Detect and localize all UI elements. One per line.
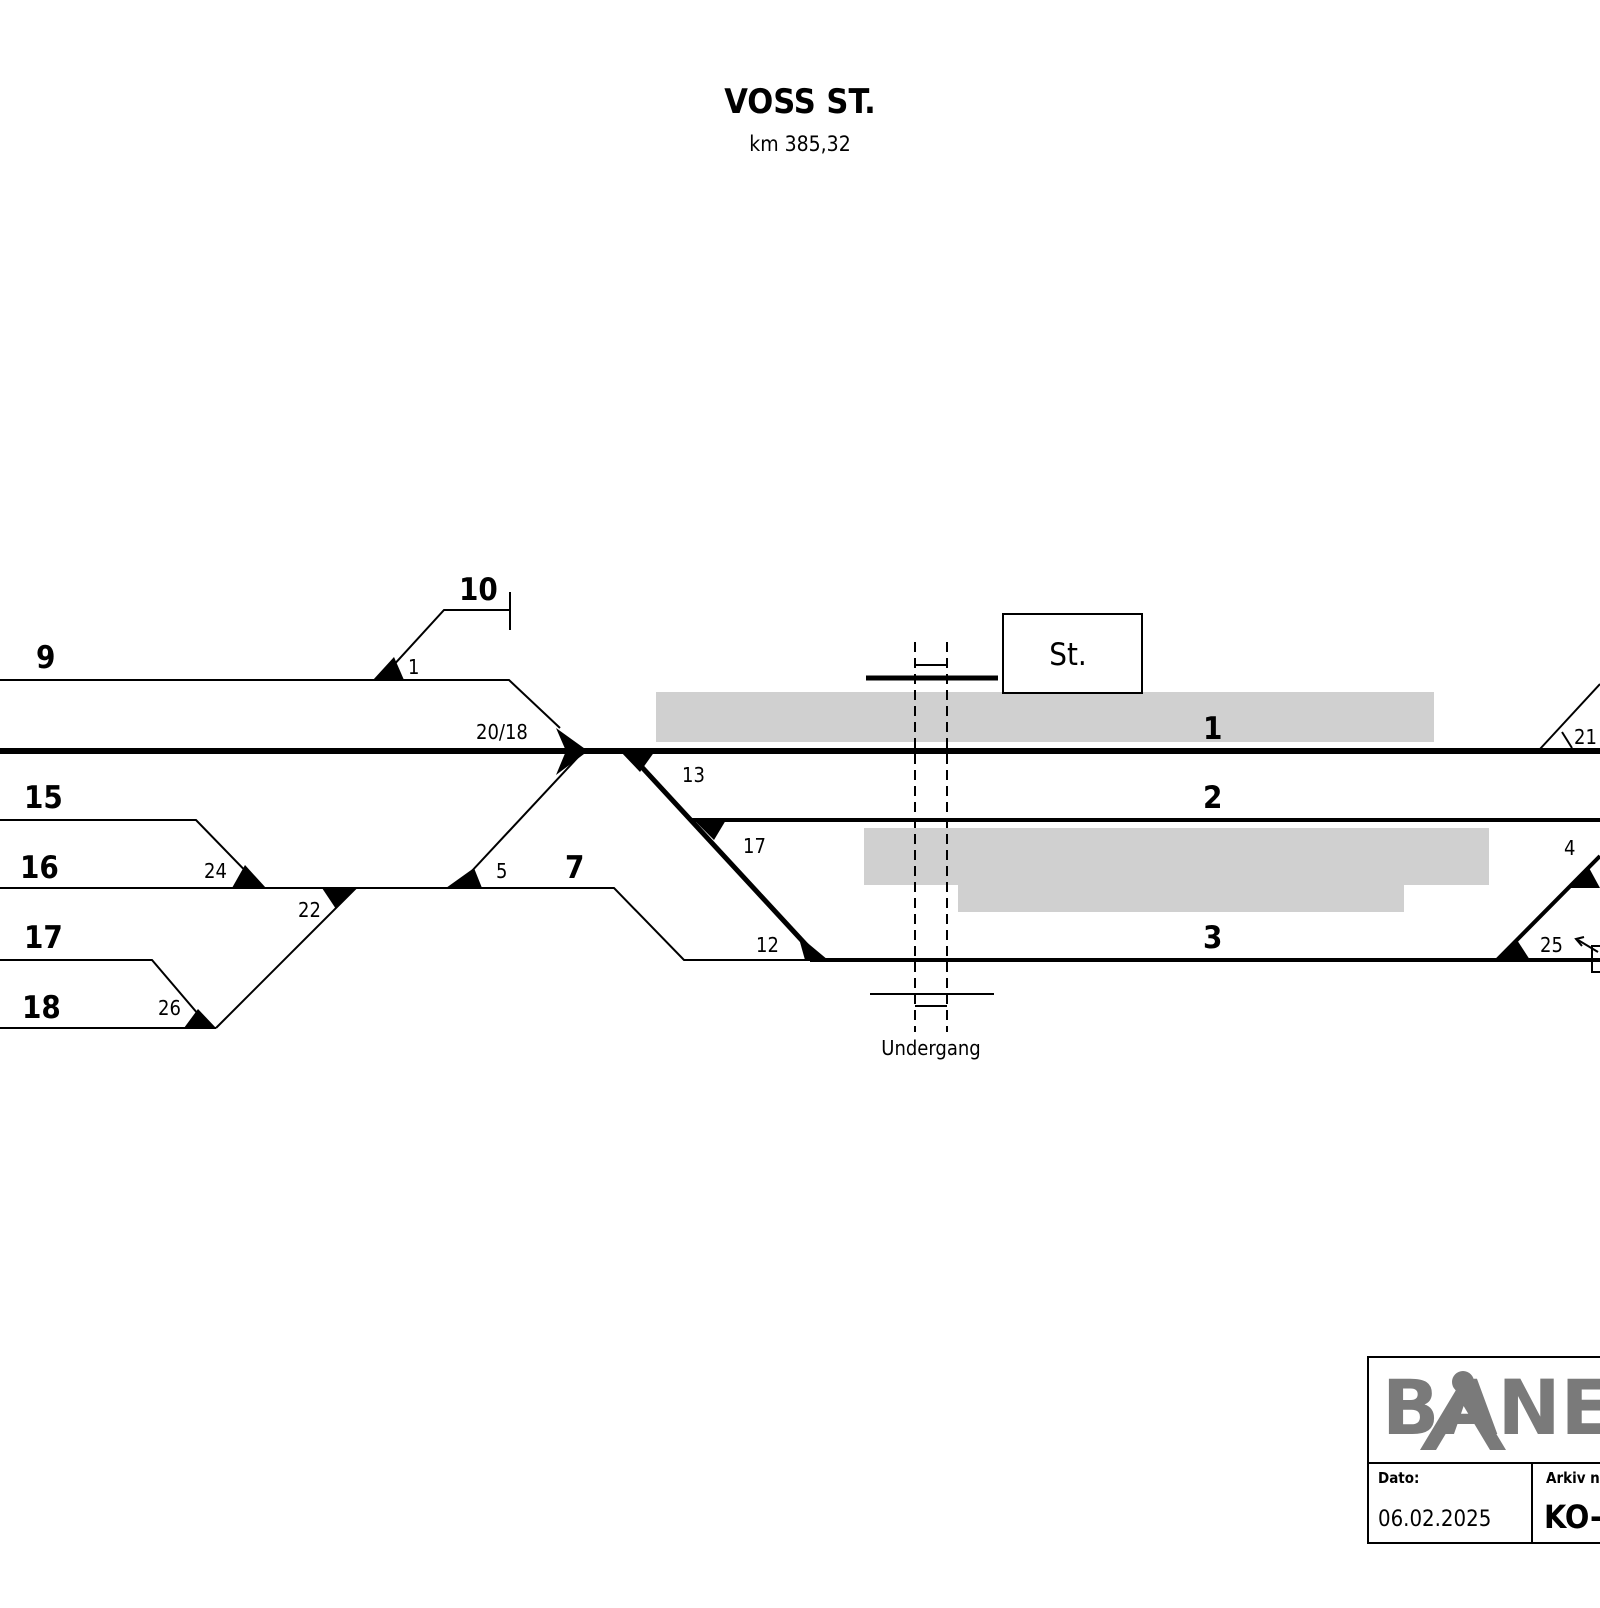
track-label-16: 16 — [20, 850, 59, 886]
station-building — [1002, 613, 1143, 694]
track-label-17: 17 — [24, 920, 63, 956]
switch-12-marker — [798, 935, 828, 960]
switch-1-marker — [373, 657, 404, 680]
switch-label-4: 4 — [1564, 836, 1575, 860]
switch-label-25: 25 — [1540, 933, 1563, 957]
track-9-line — [0, 679, 561, 729]
track-label-10: 10 — [459, 572, 498, 608]
platform-track-3-extension — [958, 880, 1404, 912]
track-17-line — [0, 959, 211, 1029]
switch-label-5: 5 — [496, 859, 507, 883]
bane-logo-rail-mark — [1420, 1390, 1506, 1450]
switch-25-marker — [1497, 940, 1530, 960]
track-21-branch — [1539, 683, 1600, 750]
switch-label-1: 1 — [408, 655, 419, 679]
switch-21-marker — [1561, 731, 1573, 749]
switch-4-marker — [1566, 866, 1600, 888]
platform-track-1 — [656, 692, 1434, 742]
track-label-15: 15 — [24, 780, 63, 816]
station-building-label: St. — [1049, 637, 1087, 673]
switch-label-12: 12 — [756, 933, 779, 957]
platform-track-2-3 — [864, 828, 1489, 885]
date-label: Dato: — [1378, 1469, 1419, 1487]
track-label-1: 1 — [1203, 711, 1222, 747]
switch-label-13: 13 — [682, 763, 705, 787]
track-label-2: 2 — [1203, 780, 1222, 816]
crossover-13-12 — [625, 749, 822, 962]
track-label-7: 7 — [565, 850, 584, 886]
switch-22-marker — [322, 888, 356, 909]
switch-26-marker — [184, 1009, 216, 1028]
switch-20-18-marker — [556, 728, 588, 775]
switch-13-marker — [620, 751, 655, 772]
track-15-line — [0, 819, 263, 889]
switch-24-marker — [232, 865, 266, 888]
switch-label-24: 24 — [204, 859, 227, 883]
date-value: 06.02.2025 — [1378, 1507, 1491, 1532]
archive-value: KO- — [1544, 1498, 1600, 1536]
signal-25-box — [1591, 945, 1600, 973]
switch-17-marker — [694, 820, 726, 840]
signal-25-arrowhead — [1574, 936, 1585, 947]
underpass-label: Undergang — [881, 1036, 980, 1060]
switch-label-26: 26 — [158, 996, 181, 1020]
switch-label-20-18: 20/18 — [476, 720, 528, 744]
crossover-26-22 — [215, 887, 357, 1029]
switch-label-21: 21 — [1574, 725, 1597, 749]
track-16-line — [0, 887, 810, 961]
switch-5-marker — [446, 868, 482, 888]
track-label-3: 3 — [1203, 920, 1222, 956]
bane-logo-dot — [1452, 1371, 1474, 1393]
station-km: km 385,32 — [749, 132, 850, 156]
title-block-frame — [1367, 1356, 1600, 1544]
switch-label-17: 17 — [743, 834, 766, 858]
switch-label-22: 22 — [298, 898, 321, 922]
archive-label: Arkiv n — [1546, 1469, 1600, 1487]
signal-25-arrow — [1577, 939, 1599, 953]
track-10-line — [379, 609, 510, 681]
station-title: VOSS ST. — [724, 82, 876, 122]
track-label-9: 9 — [36, 640, 55, 676]
track-label-18: 18 — [22, 990, 61, 1026]
crossover-5-20-18 — [455, 754, 581, 889]
